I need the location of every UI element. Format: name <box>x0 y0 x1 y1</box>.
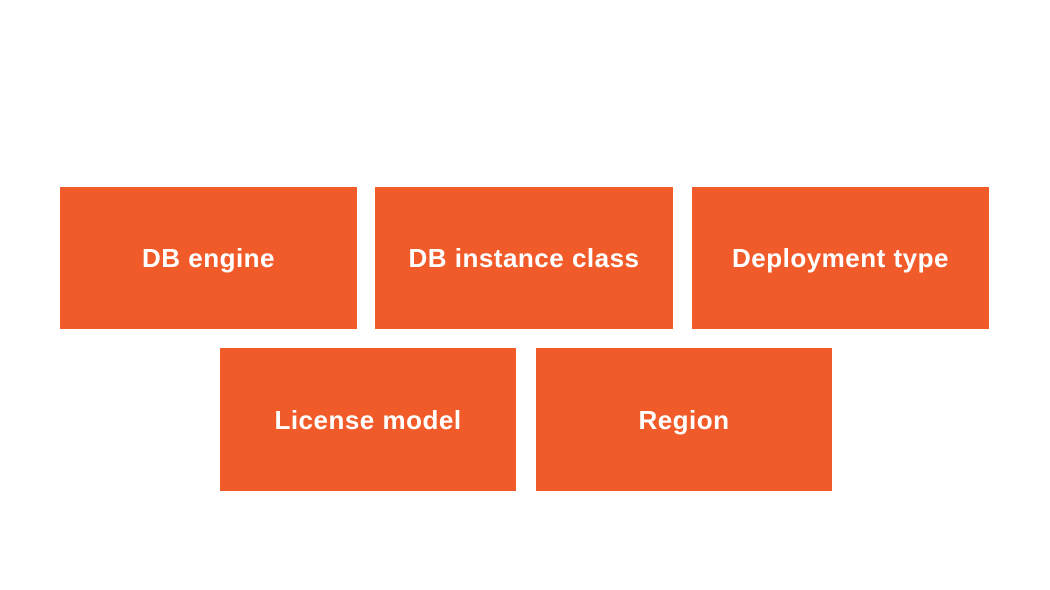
box-db-engine-label: DB engine <box>141 243 276 273</box>
box-region: Region <box>536 348 832 491</box>
box-db-engine: DB engine <box>60 187 357 329</box>
box-region-label: Region <box>638 404 730 435</box>
box-db-instance-class-label: DB instance class <box>408 243 640 273</box>
box-deployment-type: Deployment type <box>692 187 989 329</box>
box-license-model-label: License model <box>274 404 462 435</box>
box-deployment-type-label: Deployment type <box>732 243 949 273</box>
box-db-instance-class: DB instance class <box>375 187 673 329</box>
box-license-model: License model <box>220 348 516 491</box>
